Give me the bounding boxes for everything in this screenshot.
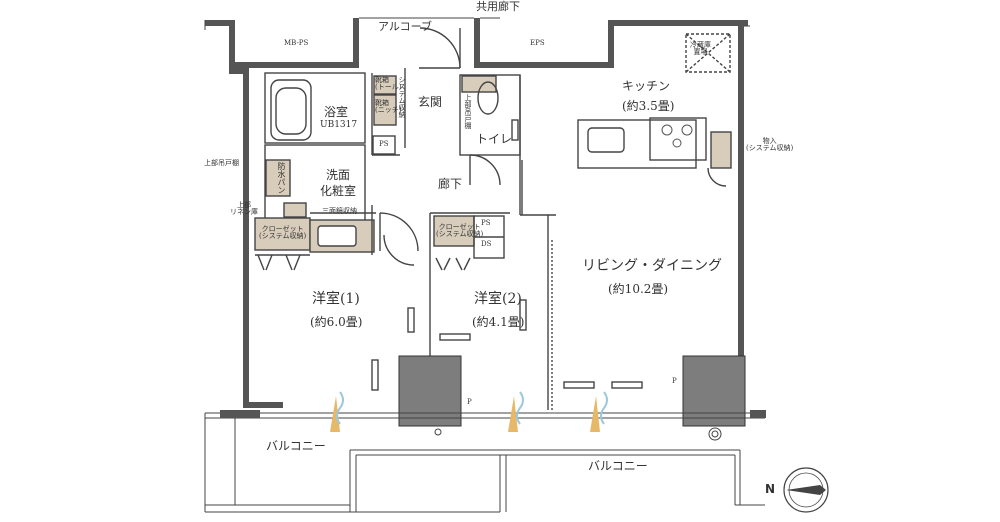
column-right <box>682 355 746 427</box>
wall-mbps-left <box>229 20 235 68</box>
bathroom-unit-label: UB1317 <box>320 120 358 130</box>
corridor-label: 廊下 <box>438 177 463 191</box>
wall-mbps-right <box>353 18 359 68</box>
room2-label: 洋室(2) <box>474 291 522 307</box>
wall-mbps-bottom <box>229 62 359 68</box>
storage-right-label: 物入 (システム収納) <box>746 137 794 152</box>
balcony2-label: バルコニー <box>588 459 648 473</box>
kitchen-label: キッチン <box>622 79 671 93</box>
living-label: リビング・ダイニング <box>582 258 722 274</box>
wall-left-corner <box>243 402 283 408</box>
shoe-box-niche-label: 靴箱 (ニッチ) <box>375 99 402 114</box>
toilet-label: トイレ <box>476 132 513 146</box>
wall-top-right <box>608 20 748 26</box>
balcony1-label: バルコニー <box>266 439 326 453</box>
ps1-label: PS <box>379 140 389 148</box>
p-mark-1: P <box>467 398 472 406</box>
shared-corridor-label: 共用廊下 <box>476 0 520 13</box>
p-mark-2: P <box>672 377 677 385</box>
closet2-label: クローゼット (システム収納) <box>436 223 484 238</box>
room2-size-label: (約4.1畳) <box>472 315 525 329</box>
bathroom-label: 浴室 <box>324 105 349 119</box>
compass-north-label: N <box>765 482 776 496</box>
entrance-label: 玄関 <box>418 95 443 109</box>
ds-label: DS <box>481 240 492 248</box>
wall-eps-bottom <box>474 62 614 68</box>
ventilation <box>336 391 608 425</box>
stove-icon <box>661 124 693 148</box>
mirror-storage-label: 三面鏡収納 <box>322 207 357 215</box>
balcony <box>204 412 765 513</box>
interior-walls <box>254 27 732 410</box>
waterproof-pan-label: 防水パン <box>277 162 286 194</box>
kitchen-size-label: (約3.5畳) <box>622 99 675 113</box>
toilet-cabinet-label: 上部吊戸棚 <box>464 94 472 129</box>
system-storage-label: システム収納 <box>398 76 406 118</box>
fridge-label: 冷蔵庫 置場 <box>690 41 711 56</box>
room1-label: 洋室(1) <box>312 291 360 307</box>
room1-size-label: (約6.0畳) <box>310 315 363 329</box>
wall-top-left <box>205 20 229 26</box>
upper-linen-label: 上部 リネン庫 <box>230 201 258 216</box>
window-sashes <box>330 396 600 432</box>
wall-left-main <box>243 68 249 408</box>
mbps-label: MB-PS <box>284 39 309 47</box>
structural-columns <box>398 355 746 427</box>
closet1-label: クローゼット (システム収納) <box>259 225 307 240</box>
outer-walls <box>205 18 748 408</box>
washroom-label: 洗面 化粧室 <box>320 168 357 198</box>
wall-eps-left <box>474 18 480 68</box>
toilet-icon <box>477 81 499 115</box>
eps-label: EPS <box>530 39 545 47</box>
wall-left-inner <box>229 68 249 74</box>
wall-eps-right <box>608 20 614 68</box>
alcove-label: アルコーブ <box>378 20 433 33</box>
upper-cabinet-label: 上部吊戸棚 <box>204 159 239 167</box>
wall-right-main <box>738 20 744 360</box>
column-left <box>398 355 462 427</box>
compass-icon <box>783 467 829 513</box>
shoe-box-tall-label: 靴箱 (トール) <box>375 76 402 91</box>
living-size-label: (約10.2畳) <box>608 282 669 296</box>
ps2-label: PS <box>481 219 491 227</box>
